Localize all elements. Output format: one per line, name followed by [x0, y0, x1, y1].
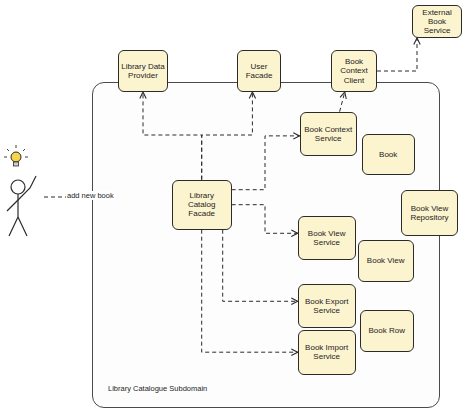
bulb-rays	[4, 145, 28, 157]
dependency-arrow	[377, 38, 417, 71]
component-box: Book Import Service	[298, 330, 356, 375]
component-box: Library Catalog Facade	[172, 180, 232, 230]
component-box: Book Export Service	[298, 284, 356, 328]
box-label: Book Row	[368, 326, 404, 335]
lightbulb-icon	[4, 145, 28, 166]
boundary-title: Library Catalogue Subdomain	[108, 385, 207, 394]
bulb-glass	[11, 152, 21, 162]
box-label: Book Context Client	[334, 57, 374, 85]
component-box: Book View Service	[298, 216, 356, 260]
component-box: Library Data Provider	[118, 50, 168, 92]
box-label: Book View Service	[301, 229, 353, 247]
figure-arm	[7, 200, 18, 211]
component-box: Book	[362, 134, 415, 175]
box-label: External Book Service	[415, 8, 459, 36]
figure-arm-raised	[18, 176, 36, 200]
box-label: Book View	[367, 256, 405, 265]
box-label: Book Import Service	[301, 343, 353, 361]
figure-head	[11, 180, 25, 194]
component-box: Book View	[358, 240, 414, 282]
component-box: Book Context Service	[300, 112, 357, 156]
figure-legs	[9, 217, 27, 236]
arrow-label: add new book	[66, 191, 115, 200]
figure-body	[17, 194, 18, 217]
box-label: Book Context Service	[303, 125, 354, 143]
component-box: Book View Repository	[401, 190, 458, 236]
box-label: Library Catalog Facade	[175, 191, 229, 219]
bulb-base	[14, 162, 19, 166]
box-label: Library Data Provider	[121, 62, 165, 80]
subdomain-boundary: Library Catalogue Subdomain Library Catal…	[92, 82, 440, 408]
stick-figure	[7, 176, 36, 236]
component-box: User Facade	[237, 50, 281, 92]
box-label: User Facade	[240, 62, 278, 80]
box-label: Book View Repository	[404, 204, 455, 222]
component-box: Book Context Client	[331, 50, 377, 92]
box-label: Book	[379, 150, 397, 159]
box-label: Book Export Service	[301, 297, 353, 315]
component-box: Book Row	[360, 310, 414, 352]
component-box: External Book Service	[412, 5, 462, 38]
